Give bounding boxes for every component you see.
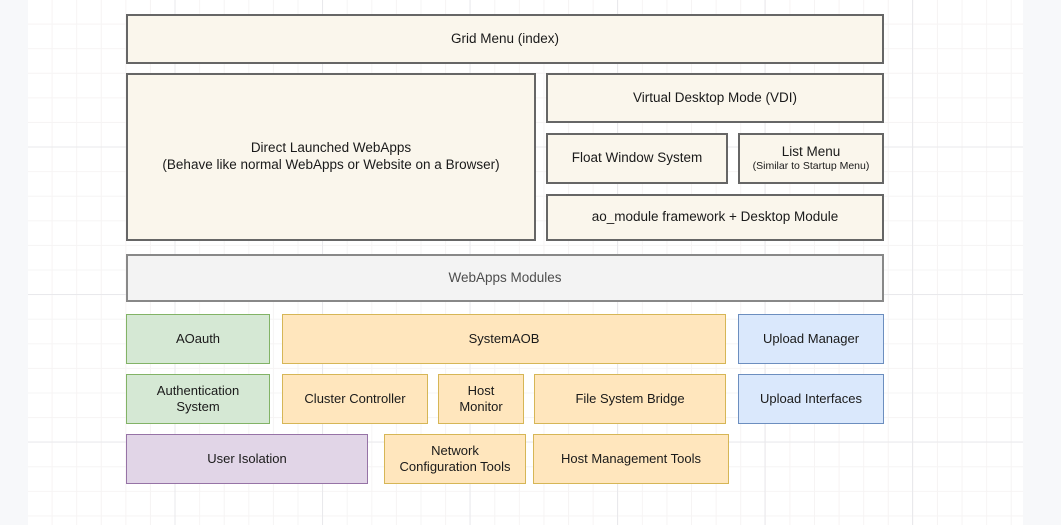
node-upload-manager[interactable]: Upload Manager	[738, 314, 884, 364]
node-upload-manager-label: Upload Manager	[762, 330, 860, 346]
node-host-management-tools-label: Host Management Tools	[561, 450, 701, 466]
node-network-configuration-tools[interactable]: Network Configuration Tools	[384, 434, 526, 484]
node-direct-launched-webapps[interactable]: Direct Launched WebApps (Behave like nor…	[126, 73, 536, 241]
node-upload-interfaces-label: Upload Interfaces	[760, 390, 862, 406]
node-ao-module-framework[interactable]: ao_module framework + Desktop Module	[546, 194, 884, 241]
node-virtual-desktop-mode[interactable]: Virtual Desktop Mode (VDI)	[546, 73, 884, 123]
node-float-window-system[interactable]: Float Window System	[546, 133, 728, 184]
node-user-isolation[interactable]: User Isolation	[126, 434, 368, 484]
node-host-monitor-label: Host	[467, 382, 495, 398]
node-aoauth-label: AOauth	[175, 330, 221, 346]
node-authentication-system-label: Authentication	[156, 382, 240, 398]
node-file-system-bridge[interactable]: File System Bridge	[534, 374, 726, 424]
node-cluster-controller[interactable]: Cluster Controller	[282, 374, 428, 424]
node-virtual-desktop-mode-label: Virtual Desktop Mode (VDI)	[632, 89, 798, 105]
node-authentication-system-label-line2: System	[176, 399, 220, 414]
node-direct-launched-webapps-label-line2: (Behave like normal WebApps or Website o…	[162, 157, 500, 172]
node-cluster-controller-label: Cluster Controller	[304, 390, 406, 406]
node-direct-launched-webapps-label: Direct Launched WebApps	[250, 140, 412, 156]
node-system-aob[interactable]: SystemAOB	[282, 314, 726, 364]
node-file-system-bridge-label: File System Bridge	[575, 390, 685, 406]
node-host-monitor-label-line2: Monitor	[459, 399, 503, 414]
node-webapps-modules[interactable]: WebApps Modules	[126, 254, 884, 302]
node-network-configuration-tools-label: Network	[431, 442, 479, 458]
node-aoauth[interactable]: AOauth	[126, 314, 270, 364]
node-list-menu-label: List Menu	[781, 143, 841, 159]
node-list-menu[interactable]: List Menu (Similar to Startup Menu)	[738, 133, 884, 184]
node-host-management-tools[interactable]: Host Management Tools	[533, 434, 729, 484]
node-grid-menu[interactable]: Grid Menu (index)	[126, 14, 884, 64]
node-authentication-system[interactable]: Authentication System	[126, 374, 270, 424]
node-system-aob-label: SystemAOB	[468, 330, 540, 346]
node-host-monitor[interactable]: Host Monitor	[438, 374, 524, 424]
node-webapps-modules-label: WebApps Modules	[448, 269, 562, 285]
node-float-window-system-label: Float Window System	[571, 150, 703, 166]
node-grid-menu-label: Grid Menu (index)	[450, 30, 560, 46]
node-user-isolation-label: User Isolation	[207, 450, 287, 466]
node-network-configuration-tools-label-line2: Configuration Tools	[399, 459, 511, 474]
node-ao-module-framework-label: ao_module framework + Desktop Module	[591, 209, 839, 225]
node-upload-interfaces[interactable]: Upload Interfaces	[738, 374, 884, 424]
node-list-menu-sublabel: (Similar to Startup Menu)	[752, 160, 870, 173]
